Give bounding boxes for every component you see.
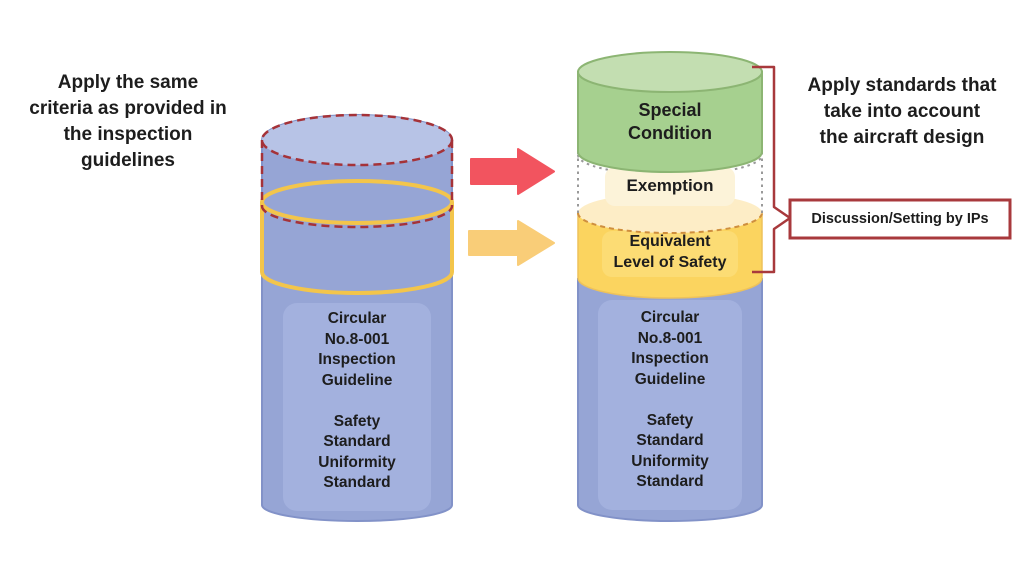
discussion-box-label: Discussion/Setting by IPs (811, 211, 989, 227)
green-section-body (577, 71, 763, 173)
yellow-band-outline (260, 179, 454, 295)
special-condition-label: Special Condition (628, 100, 712, 143)
right-cylinder-blue-sides (577, 278, 763, 505)
left-caption: Apply the same criteria as provided in t… (29, 72, 227, 171)
ghost-dotted-outline (577, 152, 763, 213)
left-cylinder-dashed-cap (260, 113, 454, 167)
right-cylinder-text-panel (598, 300, 742, 510)
yellow-section-label-panel (602, 231, 738, 277)
right-cylinder-body-text: Circular No.8-001 Inspection Guideline S… (631, 309, 709, 490)
left-cylinder (260, 113, 454, 522)
exemption-chip (605, 167, 735, 206)
right-cylinder (577, 51, 763, 522)
discussion-box (788, 198, 1012, 240)
left-cylinder-body-text: Circular No.8-001 Inspection Guideline S… (318, 310, 396, 491)
right-cylinder-blue-bottom-rim (577, 504, 763, 522)
green-cap (577, 51, 763, 93)
equivalent-level-of-safety-label: Equivalent Level of Safety (613, 233, 727, 271)
exemption-label: Exemption (626, 176, 714, 195)
right-caption: Apply standards that take into account t… (807, 75, 997, 148)
yellow-arrow-icon (468, 220, 555, 266)
red-dashed-outline (260, 140, 454, 229)
left-cylinder-text-panel (283, 303, 431, 511)
red-arrow-icon (470, 148, 555, 195)
